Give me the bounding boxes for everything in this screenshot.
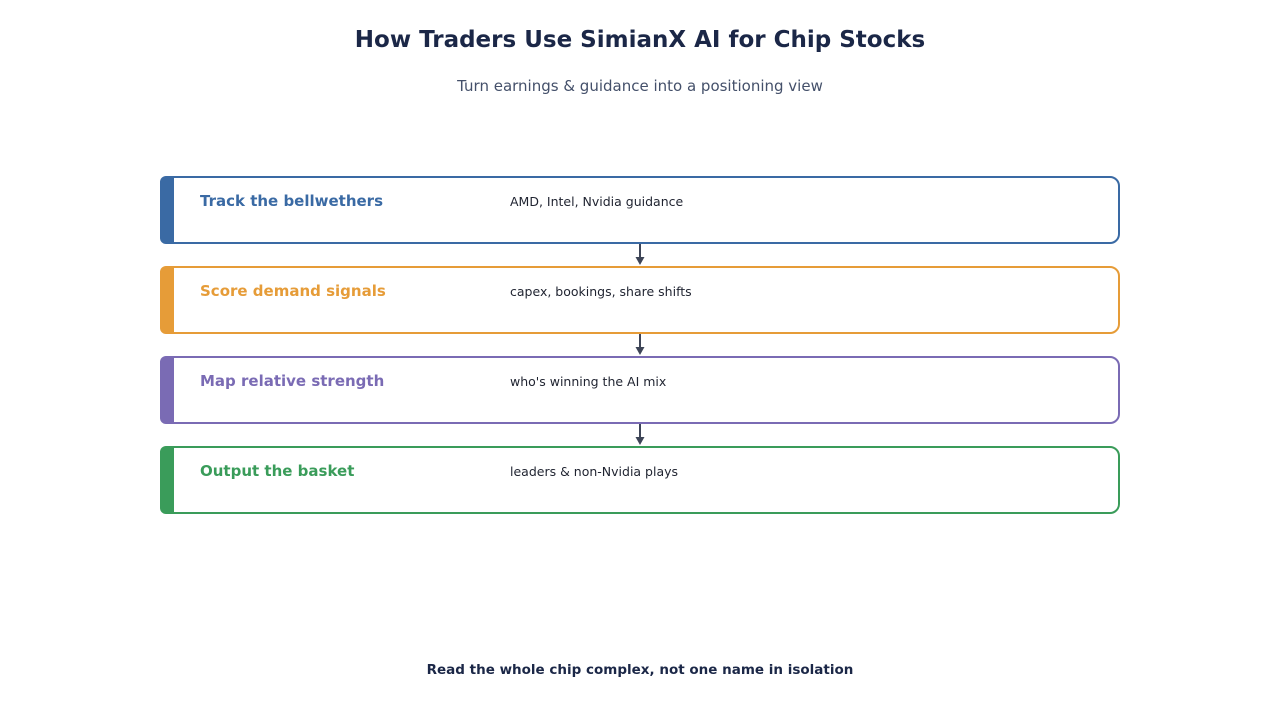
step-label: Track the bellwethers	[200, 192, 384, 210]
step-label: Map relative strength	[200, 372, 385, 390]
diagram-subtitle: Turn earnings & guidance into a position…	[457, 77, 823, 95]
step-accent-bar	[160, 266, 174, 334]
step-label: Output the basket	[200, 462, 355, 480]
flow-arrow-icon	[635, 334, 645, 355]
step-detail: AMD, Intel, Nvidia guidance	[510, 194, 684, 209]
step-track-bellwethers: Track the bellwethers AMD, Intel, Nvidia…	[160, 176, 1120, 244]
flow-arrow-icon	[635, 424, 645, 445]
flow-arrow-icon	[635, 244, 645, 265]
step-accent-bar	[160, 176, 174, 244]
step-accent-bar	[160, 356, 174, 424]
diagram-title: How Traders Use SimianX AI for Chip Stoc…	[354, 27, 926, 53]
step-score-demand: Score demand signals capex, bookings, sh…	[160, 266, 1120, 334]
step-accent-bar	[160, 446, 174, 514]
step-detail: who's winning the AI mix	[510, 374, 667, 389]
step-output-basket: Output the basket leaders & non-Nvidia p…	[160, 446, 1120, 514]
diagram-footer: Read the whole chip complex, not one nam…	[426, 662, 854, 678]
step-detail: capex, bookings, share shifts	[510, 284, 692, 299]
step-detail: leaders & non-Nvidia plays	[510, 464, 679, 479]
step-label: Score demand signals	[200, 282, 386, 300]
step-map-strength: Map relative strength who's winning the …	[160, 356, 1120, 424]
